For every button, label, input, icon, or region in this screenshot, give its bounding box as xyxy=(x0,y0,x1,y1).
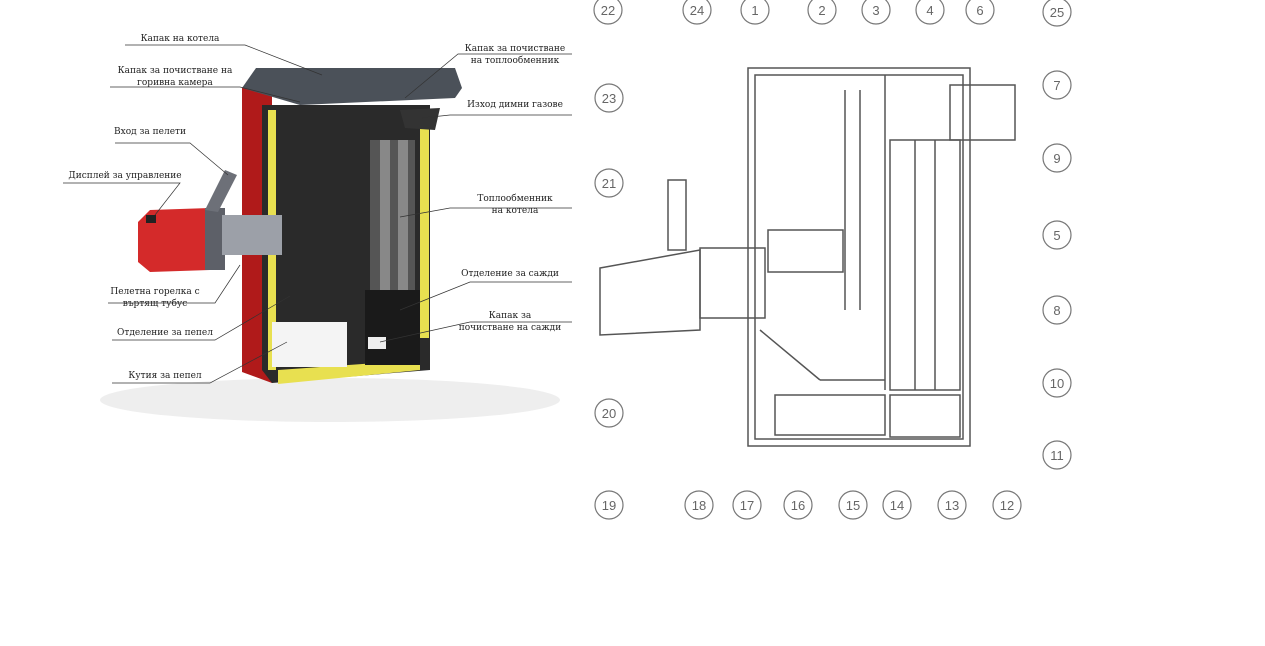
callout-number: 17 xyxy=(740,498,754,513)
callout-number: 19 xyxy=(602,498,616,513)
callout-number: 3 xyxy=(872,3,879,18)
callout-number: 14 xyxy=(890,498,904,513)
label-heat-exchanger-1: Топлообменник xyxy=(477,194,553,204)
callout-number: 11 xyxy=(1050,448,1064,463)
callout-number: 23 xyxy=(602,91,616,106)
flue-outlet xyxy=(400,108,440,130)
callout-circle xyxy=(937,490,967,520)
callout-number: 18 xyxy=(692,498,706,513)
label-soot-cleaning-lid-1: Капак за xyxy=(488,311,532,321)
callout-circle xyxy=(682,0,712,25)
burner xyxy=(599,249,701,336)
control-display xyxy=(146,215,156,223)
callout-number: 16 xyxy=(791,498,805,513)
callout-circle xyxy=(992,490,1022,520)
callout-circle xyxy=(882,490,912,520)
callout-number: 2 xyxy=(818,3,825,18)
ash-box xyxy=(272,322,347,367)
callout-circle xyxy=(1042,368,1072,398)
callout-circle xyxy=(1042,220,1072,250)
callout-circle xyxy=(1042,70,1072,100)
soot-compartment xyxy=(365,290,420,365)
label-burner-1: Пелетна горелка с xyxy=(110,287,200,297)
callout-circle xyxy=(861,0,891,25)
callout-circle xyxy=(684,490,714,520)
callout-circle xyxy=(740,0,770,25)
callout-circle xyxy=(732,490,762,520)
callout-number: 13 xyxy=(945,498,959,513)
label-pellet-inlet: Вход за пелети xyxy=(114,127,186,137)
callout-circle xyxy=(1042,0,1072,27)
callout-number: 9 xyxy=(1053,151,1060,166)
label-burner-2: въртящ тубус xyxy=(122,299,188,309)
label-soot-cleaning-lid-2: почистване на сажди xyxy=(458,323,562,333)
callout-number: 5 xyxy=(1053,228,1060,243)
label-combustion-cleaning-lid-1: Капак за почистване на xyxy=(117,66,233,76)
label-hx-cleaning-lid-1: Капак за почистване xyxy=(464,44,566,54)
label-heat-exchanger-2: на котела xyxy=(491,206,539,216)
callout-circle xyxy=(594,490,624,520)
callout-number: 21 xyxy=(602,176,616,191)
callout-number: 8 xyxy=(1053,303,1060,318)
rotating-tube xyxy=(222,215,282,255)
callout-circle xyxy=(783,490,813,520)
callout-circle xyxy=(593,0,623,25)
lid xyxy=(242,68,462,105)
heat-exchanger xyxy=(889,139,961,391)
label-ash-box: Кутия за пепел xyxy=(128,371,202,381)
label-ash-compartment: Отделение за пепел xyxy=(117,328,213,338)
label-combustion-cleaning-lid-2: горивна камера xyxy=(137,78,213,88)
callout-circle xyxy=(594,398,624,428)
insulation-bottom xyxy=(278,360,420,384)
shadow xyxy=(100,378,560,422)
callout-number: 1 xyxy=(751,3,758,18)
callout-number: 20 xyxy=(602,406,616,421)
ash-box xyxy=(774,394,886,436)
callout-circle xyxy=(594,168,624,198)
callout-number: 6 xyxy=(976,3,983,18)
callout-number: 24 xyxy=(690,3,704,18)
callout-number: 12 xyxy=(1000,498,1014,513)
pellet-inlet-pipe xyxy=(205,170,237,212)
label-hx-cleaning-lid-2: на топлообменник xyxy=(470,56,560,66)
callout-circle xyxy=(594,83,624,113)
callout-number: 22 xyxy=(601,3,615,18)
callout-circle xyxy=(915,0,945,25)
callout-number: 4 xyxy=(926,3,933,18)
callout-number: 10 xyxy=(1050,376,1064,391)
callout-circle xyxy=(1042,440,1072,470)
pellet-burner xyxy=(138,208,210,272)
label-soot-compartment: Отделение за сажди xyxy=(461,269,559,279)
leader-lines xyxy=(63,44,572,384)
callout-number: 15 xyxy=(846,498,860,513)
insulation-right xyxy=(420,128,429,338)
boiler-outline xyxy=(747,67,971,447)
callout-number: 7 xyxy=(1053,78,1060,93)
callout-circle xyxy=(838,490,868,520)
callout-number: 25 xyxy=(1050,5,1064,20)
callout-circle xyxy=(965,0,995,25)
callout-circle xyxy=(1042,143,1072,173)
label-flue-outlet: Изход димни газове xyxy=(467,100,563,110)
label-boiler-lid: Капак на котела xyxy=(140,34,220,44)
callout-circle xyxy=(1042,295,1072,325)
flue-outlet xyxy=(949,84,1016,141)
label-control-display: Дисплей за управление xyxy=(68,171,182,181)
callout-circle xyxy=(807,0,837,25)
